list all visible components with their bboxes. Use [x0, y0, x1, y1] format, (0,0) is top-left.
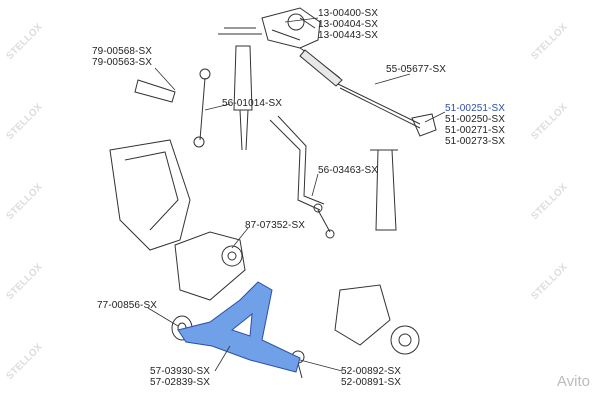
svg-text:STELLOX: STELLOX — [4, 22, 45, 63]
label-tie-rod-end-3: 51-00273-SX — [445, 136, 506, 147]
label-stab-mount-2: 79-00563-SX — [92, 57, 153, 68]
svg-text:STELLOX: STELLOX — [4, 102, 45, 143]
label-tie-rod-end-2: 51-00271-SX — [445, 125, 506, 136]
svg-text:STELLOX: STELLOX — [4, 342, 45, 383]
label-control-arm-2: 57-02839-SX — [150, 377, 211, 388]
label-tie-rod-end-highlight: 51-00251-SX — [445, 103, 506, 114]
svg-text:STELLOX: STELLOX — [529, 102, 570, 143]
svg-text:STELLOX: STELLOX — [529, 22, 570, 63]
label-arm-bushing: 77-00856-SX — [97, 300, 158, 311]
avito-watermark: Avito — [556, 373, 590, 390]
label-ball-joint-2: 52-00891-SX — [341, 377, 402, 388]
svg-text:STELLOX: STELLOX — [529, 262, 570, 303]
label-stab-link-right: 56-03463-SX — [318, 165, 379, 176]
label-engine-mount: 87-07352-SX — [245, 220, 306, 231]
label-tie-rod-end-1: 51-00250-SX — [445, 114, 506, 125]
watermark-left: STELLOX STELLOX STELLOX STELLOX STELLOX — [4, 22, 45, 383]
label-control-arm-1: 57-03930-SX — [150, 366, 211, 377]
label-steering-rack-1: 13-00400-SX — [318, 8, 379, 19]
leader-lines — [147, 17, 446, 372]
label-stab-mount-1: 79-00568-SX — [92, 46, 153, 57]
svg-text:STELLOX: STELLOX — [4, 182, 45, 223]
svg-text:STELLOX: STELLOX — [4, 262, 45, 303]
label-stab-link-left: 56-01014-SX — [222, 98, 283, 109]
watermark-right: STELLOX STELLOX STELLOX STELLOX — [529, 22, 570, 303]
label-ball-joint-1: 52-00892-SX — [341, 366, 402, 377]
label-tie-rod: 55-05677-SX — [386, 64, 447, 75]
drawing-lines — [109, 7, 437, 379]
label-steering-rack-2: 13-00404-SX — [318, 19, 379, 30]
label-steering-rack-3: 13-00443-SX — [318, 30, 379, 41]
svg-text:STELLOX: STELLOX — [529, 182, 570, 223]
